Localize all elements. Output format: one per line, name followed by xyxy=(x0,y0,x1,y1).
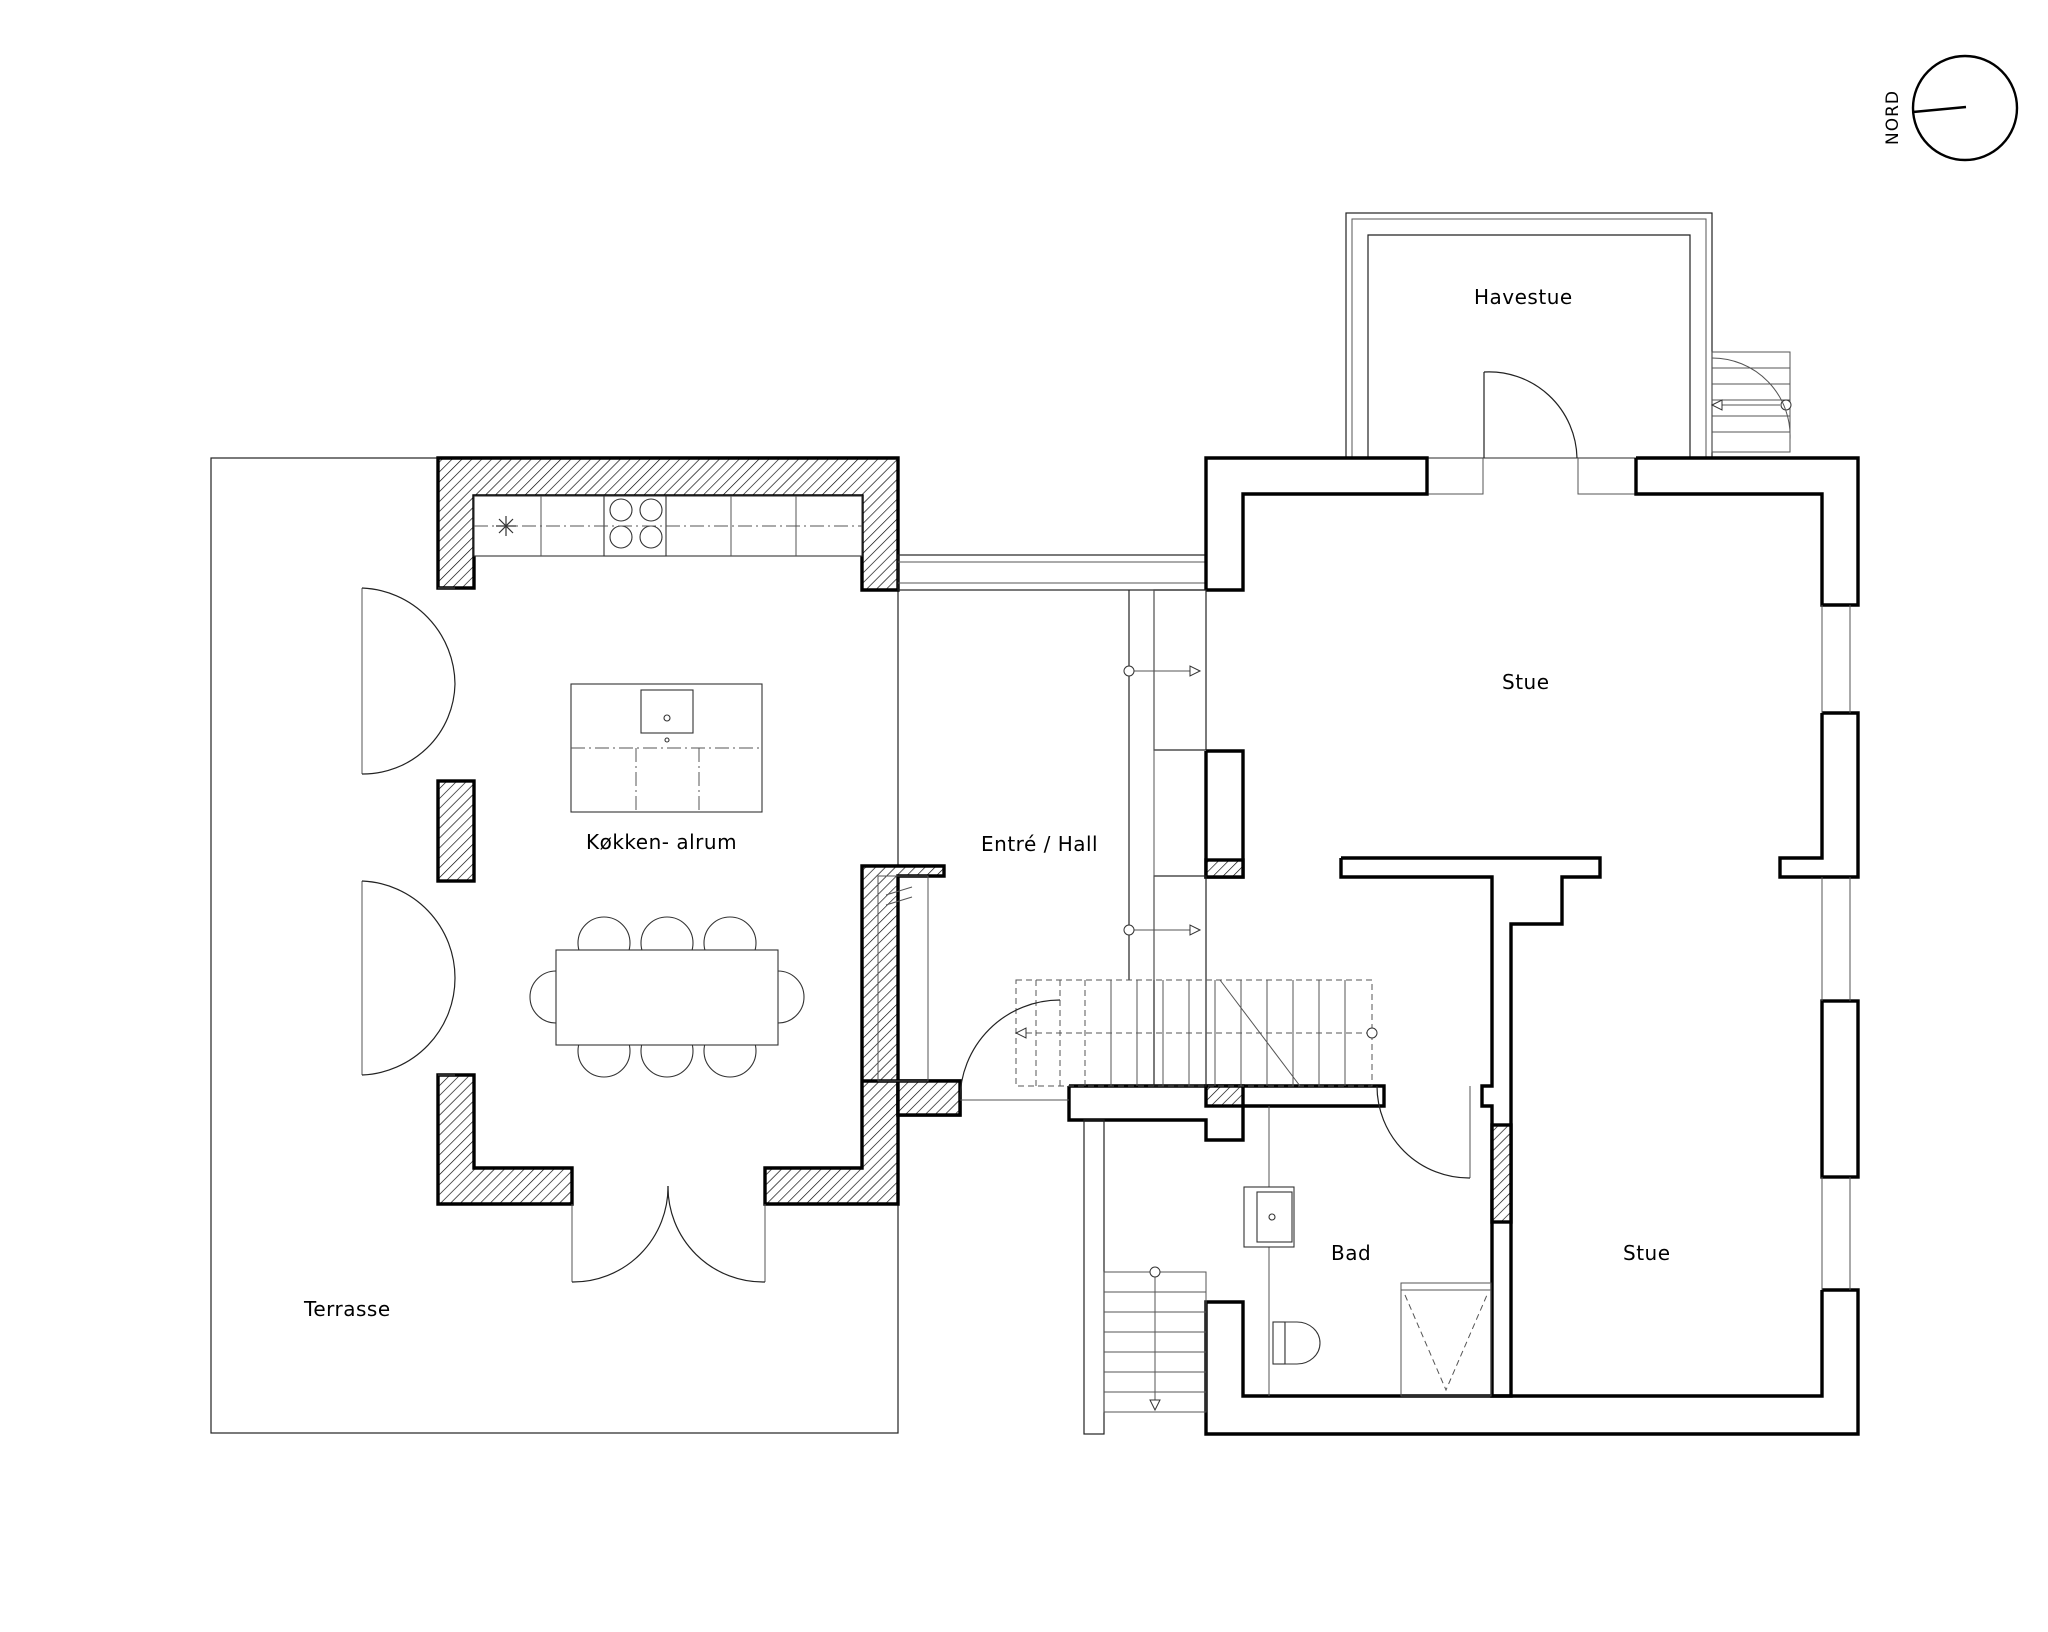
label-stue-upper: Stue xyxy=(1502,670,1550,694)
label-havestue: Havestue xyxy=(1474,285,1573,309)
compass-label: NORD xyxy=(1883,90,1903,145)
havestue-room xyxy=(1345,212,1792,495)
label-terrasse: Terrasse xyxy=(303,1297,391,1321)
label-stue-lower: Stue xyxy=(1623,1241,1671,1265)
label-kitchen: Køkken- alrum xyxy=(586,830,737,854)
entry-door xyxy=(959,999,1069,1101)
west-doors xyxy=(361,587,456,1076)
label-bad: Bad xyxy=(1331,1241,1371,1265)
hall-ramp xyxy=(1123,590,1202,980)
bathroom xyxy=(1243,1085,1492,1397)
north-compass: NORD xyxy=(1883,54,2019,162)
dining-table xyxy=(529,916,805,1078)
kitchen-pantry xyxy=(877,875,929,1082)
terrace-outline xyxy=(210,457,899,1434)
link-corridor xyxy=(897,554,1207,591)
basement-staircase xyxy=(1083,1119,1207,1435)
kitchen-island xyxy=(570,683,763,813)
label-hall: Entré / Hall xyxy=(981,832,1098,856)
house-walls xyxy=(1067,456,1860,1436)
east-windows xyxy=(1821,605,1851,1290)
kitchen-counter xyxy=(473,495,863,557)
south-doors xyxy=(571,1185,766,1283)
main-staircase xyxy=(1014,979,1378,1087)
